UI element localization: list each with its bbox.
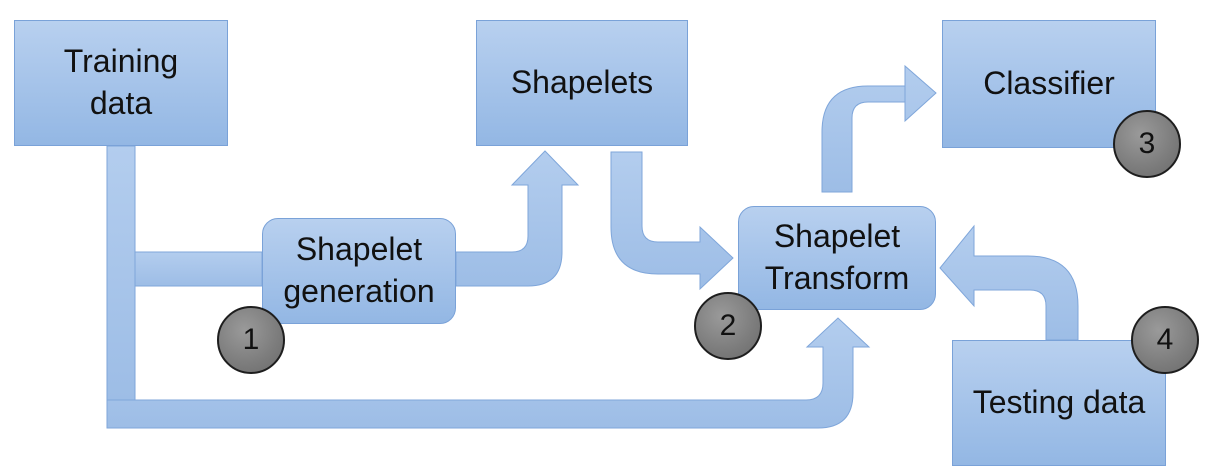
shapelet-generation-label: Shapelet generation <box>283 231 435 309</box>
training-data-box: Training data <box>14 20 228 146</box>
testing-data-box: Testing data <box>952 340 1166 466</box>
training-data-label: Training data <box>63 43 179 121</box>
training-to-generation-connector <box>134 251 263 287</box>
classifier-label: Classifier <box>983 65 1115 102</box>
training-trunk-connector <box>106 145 136 401</box>
classifier-box: Classifier <box>942 20 1156 148</box>
transform-to-classifier-arrow <box>821 64 937 193</box>
generation-to-shapelets-arrow <box>455 150 580 287</box>
testing-data-label: Testing data <box>972 384 1146 421</box>
step-badge-2: 2 <box>694 292 762 360</box>
shapelet-transform-label: Shapelet Transform <box>764 218 910 296</box>
step-badge-4: 4 <box>1131 306 1199 374</box>
shapelets-to-transform-arrow <box>610 151 734 291</box>
shapelet-transform-box: Shapelet Transform <box>738 206 936 310</box>
shapelet-generation-box: Shapelet generation <box>262 218 456 324</box>
shapelets-label: Shapelets <box>510 64 654 101</box>
step-badge-3: 3 <box>1113 110 1181 178</box>
shapelets-box: Shapelets <box>476 20 688 146</box>
testing-to-transform-arrow <box>939 224 1079 341</box>
step-badge-1: 1 <box>217 306 285 374</box>
training-to-transform-arrow <box>106 317 871 429</box>
